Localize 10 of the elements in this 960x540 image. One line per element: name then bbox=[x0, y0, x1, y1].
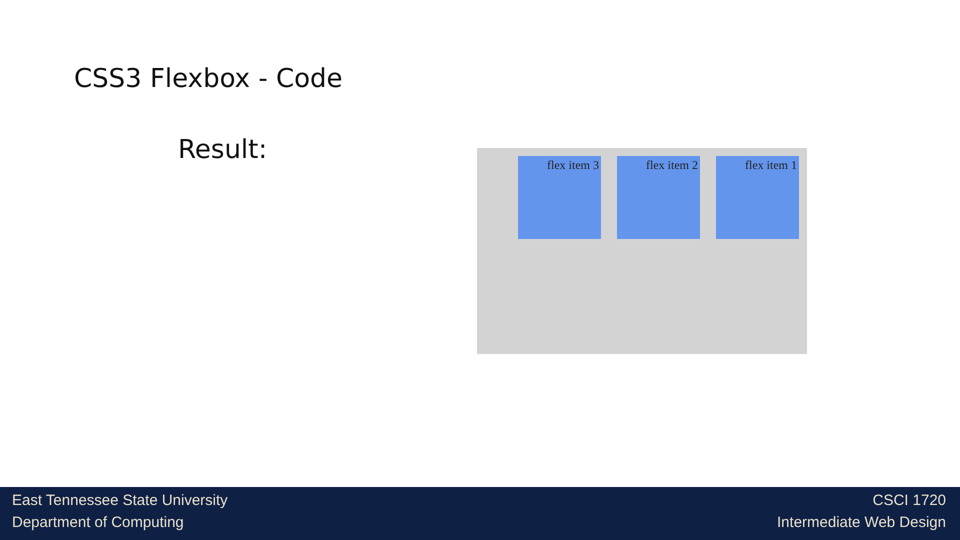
university-name: East Tennessee State University bbox=[12, 492, 228, 509]
slide-title: CSS3 Flexbox - Code bbox=[74, 64, 343, 94]
flex-container-box bbox=[477, 148, 807, 354]
flex-item-box: flex item 2 bbox=[617, 156, 700, 239]
department-name: Department of Computing bbox=[12, 514, 184, 531]
flex-item-box: flex item 3 bbox=[518, 156, 601, 239]
course-code: CSCI 1720 bbox=[872, 492, 946, 509]
course-name: Intermediate Web Design bbox=[777, 514, 946, 531]
result-label: Result: bbox=[178, 135, 268, 165]
flex-item-box: flex item 1 bbox=[716, 156, 799, 239]
